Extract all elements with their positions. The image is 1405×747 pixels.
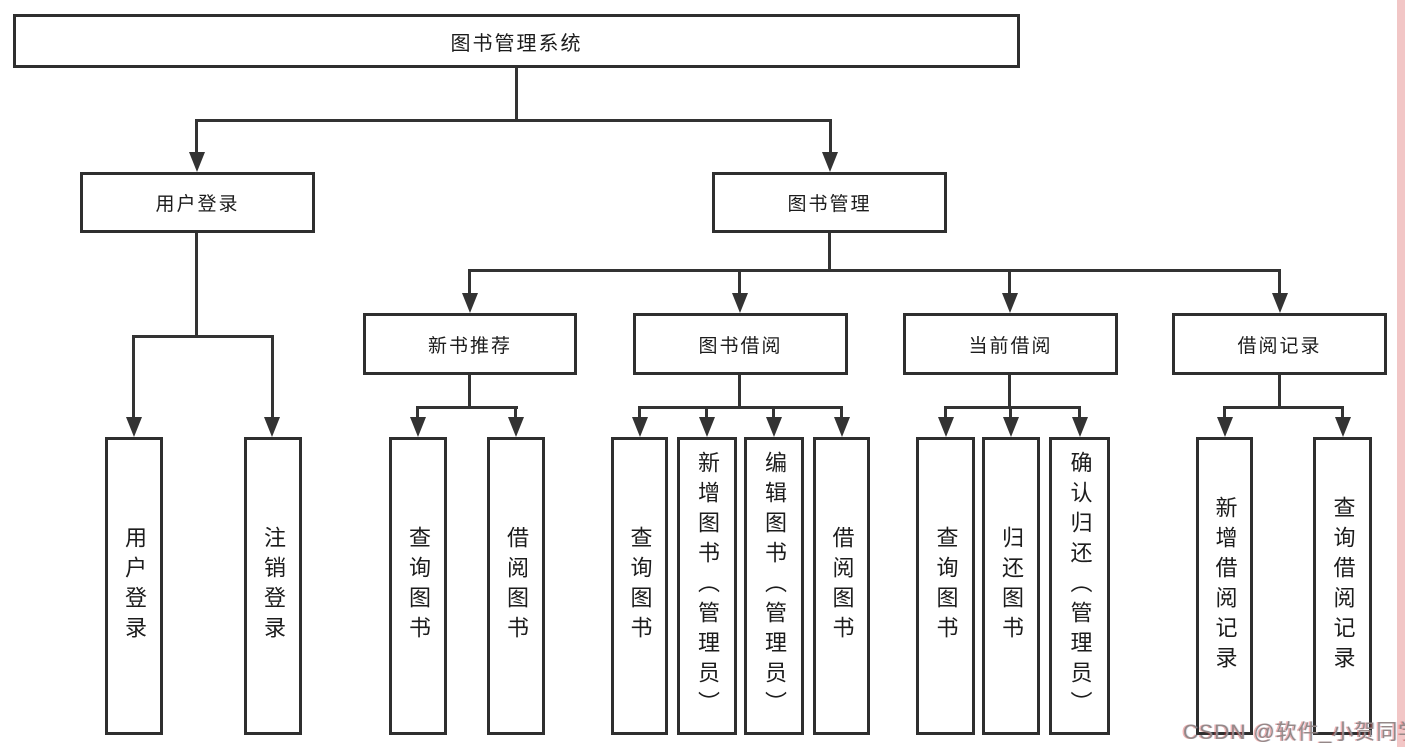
connector-line [1009, 406, 1012, 421]
node-root: 图书管理系统 [13, 14, 1020, 68]
connector-line [638, 406, 843, 409]
connector-line [1278, 269, 1281, 297]
leaf-user-login: 用户登录 [105, 437, 163, 735]
node-new-book: 新书推荐 [363, 313, 577, 375]
connector-line [195, 233, 198, 338]
arrow-down-icon [462, 293, 478, 313]
leaf-current-return: 归还图书 [982, 437, 1040, 735]
leaf-borrow-borrow-label: 借阅图书 [829, 526, 855, 646]
arrow-down-icon [1002, 293, 1018, 313]
leaf-current-confirm: 确认归还（管理员） [1049, 437, 1110, 735]
leaf-borrow-edit-label: 编辑图书（管理员） [762, 451, 787, 721]
node-user-login: 用户登录 [80, 172, 315, 233]
connector-line [1223, 406, 1226, 421]
arrow-down-icon [1072, 417, 1088, 437]
arrow-down-icon [410, 417, 426, 437]
leaf-current-confirm-label: 确认归还（管理员） [1067, 451, 1093, 721]
connector-line [638, 406, 641, 421]
leaf-newbook-borrow: 借阅图书 [487, 437, 545, 735]
connector-line [705, 406, 708, 421]
arrow-down-icon [1272, 293, 1288, 313]
connector-line [416, 406, 518, 409]
arrow-down-icon [938, 417, 954, 437]
connector-line [738, 375, 741, 409]
arrow-down-icon [1217, 417, 1233, 437]
connector-line [514, 406, 517, 421]
leaf-borrow-query-label: 查询图书 [627, 526, 653, 646]
leaf-record-query-label: 查询借阅记录 [1330, 496, 1356, 676]
connector-line [1008, 269, 1011, 297]
arrow-down-icon [834, 417, 850, 437]
leaf-newbook-query: 查询图书 [389, 437, 447, 735]
arrow-down-icon [189, 152, 205, 172]
connector-line [738, 269, 741, 297]
node-borrow-record-label: 借阅记录 [1237, 335, 1322, 357]
leaf-borrow-add: 新增图书（管理员） [677, 437, 737, 735]
leaf-logout: 注销登录 [244, 437, 302, 735]
connector-line [468, 269, 471, 297]
arrow-down-icon [1003, 417, 1019, 437]
connector-line [1341, 406, 1344, 421]
connector-line [1223, 406, 1344, 409]
connector-line [195, 119, 832, 122]
node-borrow-record: 借阅记录 [1172, 313, 1387, 375]
connector-line [132, 335, 274, 338]
connector-line [468, 269, 1281, 272]
node-new-book-label: 新书推荐 [427, 335, 512, 357]
leaf-borrow-borrow: 借阅图书 [813, 437, 870, 735]
connector-line [944, 406, 947, 421]
arrow-down-icon [766, 417, 782, 437]
leaf-newbook-query-label: 查询图书 [406, 526, 431, 646]
leaf-newbook-borrow-label: 借阅图书 [504, 526, 529, 646]
arrow-down-icon [632, 417, 648, 437]
arrow-down-icon [732, 293, 748, 313]
connector-line [1008, 375, 1011, 409]
leaf-current-query-label: 查询图书 [933, 526, 959, 646]
connector-line [828, 233, 831, 272]
leaf-logout-label: 注销登录 [261, 526, 286, 646]
connector-line [1078, 406, 1081, 421]
node-book-borrow: 图书借阅 [633, 313, 848, 375]
connector-line [195, 119, 198, 157]
leaf-record-add-label: 新增借阅记录 [1212, 496, 1238, 676]
connector-line [829, 119, 832, 157]
leaf-current-return-label: 归还图书 [999, 526, 1024, 646]
leaf-record-add: 新增借阅记录 [1196, 437, 1253, 735]
leaf-current-query: 查询图书 [916, 437, 975, 735]
connector-line [772, 406, 775, 421]
leaf-user-login-label: 用户登录 [122, 526, 147, 646]
connector-line [515, 68, 518, 122]
node-user-login-label: 用户登录 [155, 194, 240, 215]
connector-line [416, 406, 419, 421]
node-book-mgmt: 图书管理 [712, 172, 947, 233]
leaf-borrow-add-label: 新增图书（管理员） [695, 451, 720, 721]
node-current-borrow-label: 当前借阅 [968, 335, 1053, 357]
connector-line [271, 335, 274, 420]
node-root-label: 图书管理系统 [450, 32, 583, 55]
node-book-mgmt-label: 图书管理 [787, 194, 872, 215]
leaf-borrow-edit: 编辑图书（管理员） [744, 437, 804, 735]
arrow-down-icon [508, 417, 524, 437]
connector-line [1278, 375, 1281, 409]
leaf-borrow-query: 查询图书 [611, 437, 668, 735]
arrow-down-icon [699, 417, 715, 437]
connector-line [132, 335, 135, 420]
csdn-watermark: CSDN @软件_小贺同学 [1183, 721, 1405, 744]
right-edge-strip [1397, 0, 1405, 747]
arrow-down-icon [822, 152, 838, 172]
leaf-record-query: 查询借阅记录 [1313, 437, 1372, 735]
arrow-down-icon [264, 417, 280, 437]
arrow-down-icon [126, 417, 142, 437]
connector-line [944, 406, 1081, 409]
node-book-borrow-label: 图书借阅 [698, 335, 783, 357]
connector-line [468, 375, 471, 409]
arrow-down-icon [1335, 417, 1351, 437]
connector-line [840, 406, 843, 421]
node-current-borrow: 当前借阅 [903, 313, 1118, 375]
